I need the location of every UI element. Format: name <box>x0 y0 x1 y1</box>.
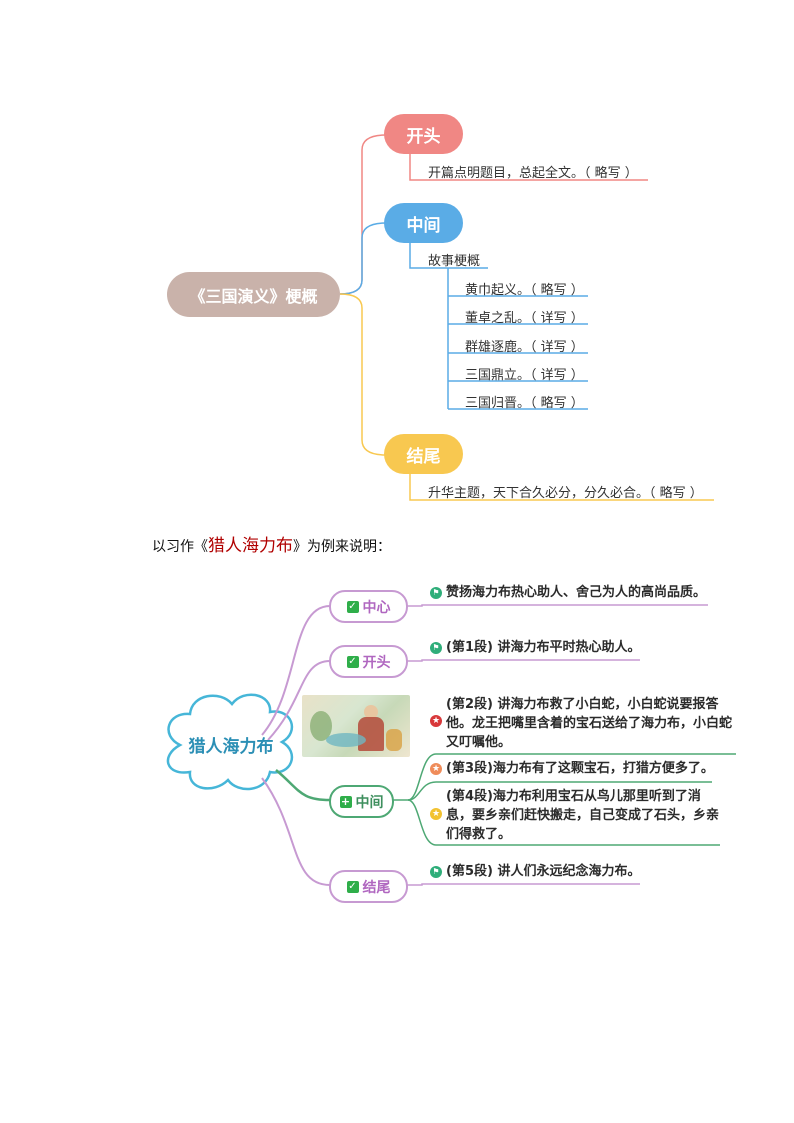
zhongjian2-item: (第2段) 讲海力布救了小白蛇，小白蛇说要报答 他。龙王把嘴里含着的宝石送给了海… <box>446 695 732 752</box>
node-zhongxin-label: 中心 <box>362 599 391 616</box>
caption-before: 以习作《 <box>152 539 208 555</box>
node-kaitou-label: 开头 <box>406 126 441 147</box>
story-item: 董卓之乱。（ 详写 ） <box>465 311 584 326</box>
node-kaitou: 开头 <box>384 114 463 154</box>
item-line: (第3段)海力布有了这颗宝石，打猎方便多了。 <box>446 761 714 776</box>
check-icon: ✓ <box>346 655 359 668</box>
flag-icon: ⚑ <box>430 587 442 599</box>
zhongxin-text: 赞扬海力布热心助人、舍己为人的高尚品质。 <box>446 585 707 600</box>
check-icon: ✓ <box>346 600 359 613</box>
node-jiewei-label: 结尾 <box>406 446 441 467</box>
kaitou2-text: (第1段) 讲海力布平时热心助人。 <box>446 640 641 655</box>
caption-highlight: 猎人海力布 <box>208 536 293 556</box>
node-zhongjian2: + 中间 <box>329 785 394 818</box>
node-jiewei2-label: 结尾 <box>362 879 391 896</box>
story-illustration <box>302 695 410 757</box>
item-line: 息，要乡亲们赶快搬走，自己变成了石头，乡亲 <box>446 808 720 823</box>
plus-icon: + <box>339 794 352 808</box>
root-node-label: 《三国演义》梗概 <box>189 286 318 306</box>
node-zhongjian2-label: 中间 <box>355 794 384 811</box>
node-jiewei: 结尾 <box>384 434 463 474</box>
root-node: 《三国演义》梗概 <box>167 272 340 317</box>
flag-icon: ⚑ <box>430 866 442 878</box>
node-zhongjian: 中间 <box>384 203 463 243</box>
caption: 以习作《猎人海力布》为例来说明： <box>152 531 391 556</box>
story-item: 三国归晋。（ 略写 ） <box>465 396 584 411</box>
item-line: (第4段)海力布利用宝石从鸟儿那里听到了消 <box>446 789 701 804</box>
item-line: 又叮嘱他。 <box>446 735 512 750</box>
node-kaitou2-label: 开头 <box>362 654 391 671</box>
item-line: 他。龙王把嘴里含着的宝石送给了海力布，小白蛇 <box>446 716 733 731</box>
zhongjian2-item: (第4段)海力布利用宝石从鸟儿那里听到了消 息，要乡亲们赶快搬走，自己变成了石头… <box>446 787 719 844</box>
caption-after: 》为例来说明： <box>293 539 391 555</box>
kaitou-text: 开篇点明题目，总起全文。（ 略写 ） <box>428 166 638 181</box>
cloud-root-label: 猎人海力布 <box>188 737 274 757</box>
node-zhongxin: ✓ 中心 <box>329 590 408 623</box>
story-item: 黄巾起义。（ 略写 ） <box>465 283 584 298</box>
star-icon: ★ <box>430 808 442 820</box>
zhongjian-sub: 故事梗概 <box>428 254 481 269</box>
flag-icon: ⚑ <box>430 642 442 654</box>
item-line: 们得救了。 <box>446 827 512 842</box>
jiewei-text: 升华主题，天下合久必分，分久必合。（ 略写 ） <box>428 486 703 501</box>
cloud-shape <box>166 693 294 791</box>
jiewei2-text: (第5段) 讲人们永远纪念海力布。 <box>446 864 641 879</box>
node-jiewei2: ✓ 结尾 <box>329 870 408 903</box>
star-icon: ★ <box>430 715 442 727</box>
story-item: 群雄逐鹿。（ 详写 ） <box>465 340 584 355</box>
item-line: (第2段) 讲海力布救了小白蛇，小白蛇说要报答 <box>446 697 719 712</box>
star-icon: ★ <box>430 763 442 775</box>
story-item: 三国鼎立。（ 详写 ） <box>465 368 584 383</box>
zhongjian2-item: (第3段)海力布有了这颗宝石，打猎方便多了。 <box>446 759 714 778</box>
check-icon: ✓ <box>346 880 359 893</box>
node-zhongjian-label: 中间 <box>406 215 441 236</box>
node-kaitou2: ✓ 开头 <box>329 645 408 678</box>
